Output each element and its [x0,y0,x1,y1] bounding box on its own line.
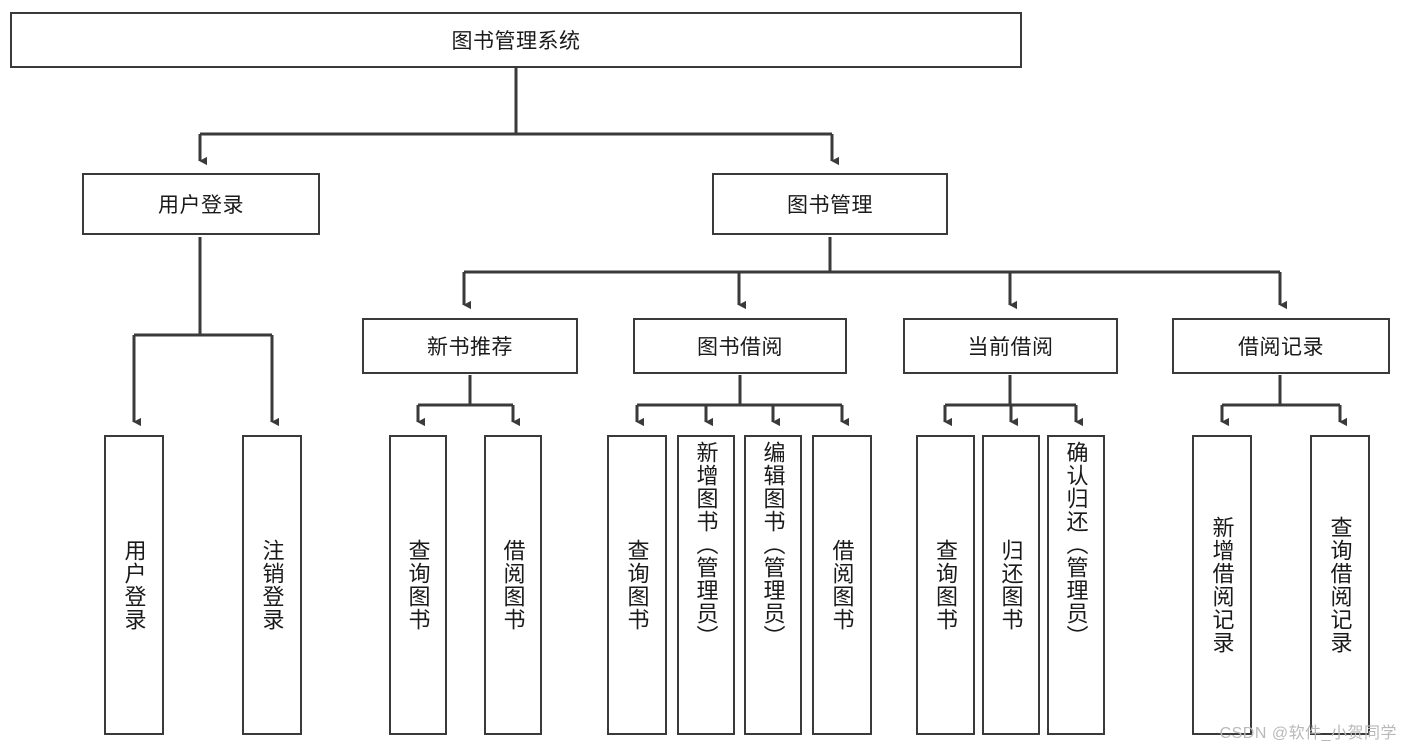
node-book-manage[interactable]: 图书管理 [712,173,948,235]
node-leaf-add-book[interactable]: 新增图书（管理员） [677,435,735,735]
node-leaf-edit-book[interactable]: 编辑图书（管理员） [744,435,802,735]
node-leaf-add-record[interactable]: 新增借阅记录 [1192,435,1252,735]
node-user-login[interactable]: 用户登录 [82,173,320,235]
node-current-borrow[interactable]: 当前借阅 [903,318,1118,374]
node-leaf-edit-book-label: 编辑图书（管理员） [760,441,786,648]
node-leaf-query-book-3-label: 查询图书 [933,539,959,631]
node-leaf-return-book[interactable]: 归还图书 [982,435,1040,735]
node-leaf-borrow-book-2-label: 借阅图书 [829,539,855,631]
node-leaf-query-record[interactable]: 查询借阅记录 [1310,435,1370,735]
node-borrow-record[interactable]: 借阅记录 [1172,318,1390,374]
node-leaf-query-record-label: 查询借阅记录 [1327,516,1353,654]
node-root-label: 图书管理系统 [451,30,581,53]
csdn-watermark: CSDN @软件_小贺同学 [1219,725,1397,742]
node-leaf-query-book-3[interactable]: 查询图书 [916,435,975,735]
node-leaf-query-book-2-label: 查询图书 [624,539,650,631]
node-leaf-confirm-return-label: 确认归还（管理员） [1063,441,1089,648]
node-leaf-confirm-return[interactable]: 确认归还（管理员） [1047,435,1105,735]
node-leaf-add-book-label: 新增图书（管理员） [693,441,719,648]
node-leaf-return-book-label: 归还图书 [998,539,1024,631]
node-book-borrow[interactable]: 图书借阅 [633,318,847,374]
node-borrow-record-label: 借阅记录 [1238,336,1324,359]
node-leaf-query-book-1[interactable]: 查询图书 [389,435,447,735]
node-current-borrow-label: 当前借阅 [967,336,1054,359]
node-leaf-query-book-2[interactable]: 查询图书 [607,435,667,735]
node-leaf-borrow-book-1[interactable]: 借阅图书 [484,435,542,735]
node-leaf-borrow-book-1-label: 借阅图书 [500,539,526,631]
node-user-login-label: 用户登录 [158,194,244,217]
node-book-borrow-label: 图书借阅 [697,336,783,359]
node-root[interactable]: 图书管理系统 [10,12,1022,68]
node-leaf-add-record-label: 新增借阅记录 [1209,516,1235,654]
node-leaf-user-login[interactable]: 用户登录 [104,435,164,735]
node-book-manage-label: 图书管理 [787,194,873,217]
node-new-book-rec-label: 新书推荐 [427,336,513,359]
node-leaf-user-logout-label: 注销登录 [259,539,285,631]
node-leaf-query-book-1-label: 查询图书 [405,539,431,631]
node-leaf-borrow-book-2[interactable]: 借阅图书 [812,435,872,735]
node-leaf-user-login-label: 用户登录 [121,539,147,631]
node-new-book-rec[interactable]: 新书推荐 [362,318,578,374]
node-leaf-user-logout[interactable]: 注销登录 [242,435,302,735]
